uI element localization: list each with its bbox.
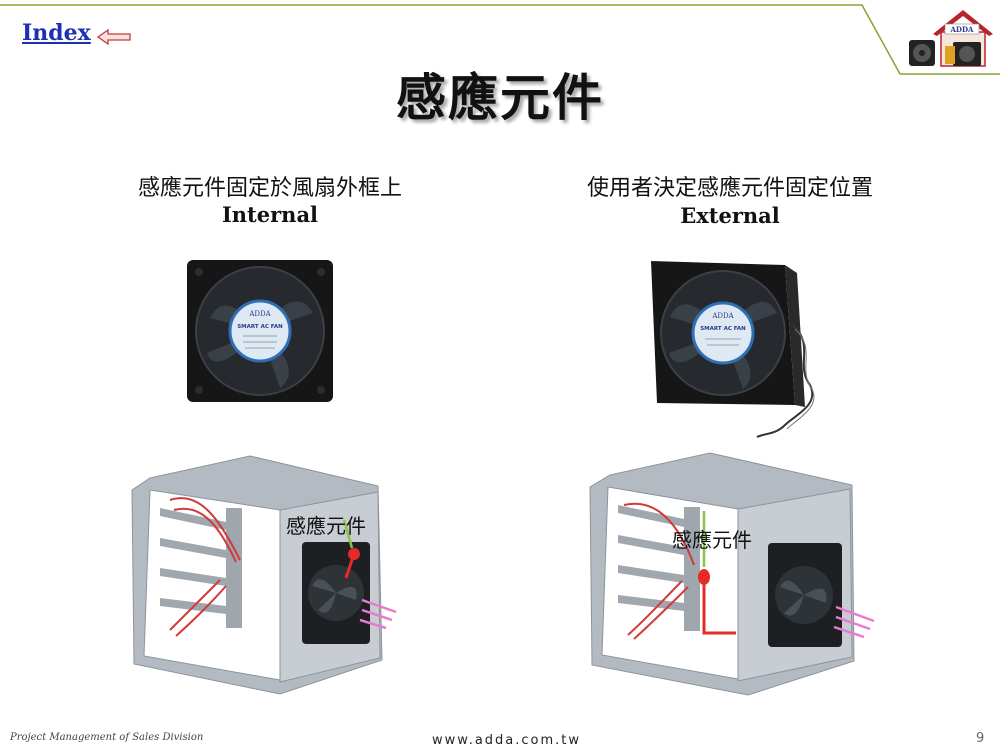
external-subtitle: External bbox=[680, 203, 780, 228]
external-sensor-label: 感應元件 bbox=[672, 528, 752, 552]
external-fan-photo: ADDA SMART AC FAN bbox=[651, 261, 815, 438]
external-caption: 使用者決定感應元件固定位置 bbox=[586, 176, 873, 201]
internal-fan-label: SMART AC FAN bbox=[237, 324, 283, 330]
svg-text:ADDA: ADDA bbox=[949, 25, 974, 34]
svg-text:ADDA: ADDA bbox=[711, 312, 734, 320]
index-link[interactable]: Index bbox=[22, 20, 91, 46]
back-arrow-icon[interactable] bbox=[96, 28, 132, 46]
internal-subtitle: Internal bbox=[221, 202, 319, 227]
internal-sensor-label: 感應元件 bbox=[286, 514, 366, 538]
page-number: 9 bbox=[976, 731, 985, 746]
internal-airflow-diagram bbox=[131, 455, 397, 695]
adda-logo: ADDA bbox=[909, 10, 993, 67]
external-airflow-diagram bbox=[589, 452, 875, 696]
svg-text:ADDA: ADDA bbox=[248, 310, 271, 318]
footer-website: www.adda.com.tw bbox=[432, 733, 582, 748]
page-title: 感應元件 bbox=[396, 69, 604, 127]
internal-caption: 感應元件固定於風扇外框上 bbox=[137, 176, 402, 201]
footer-division: Project Management of Sales Division bbox=[10, 732, 204, 743]
external-fan-label: SMART AC FAN bbox=[700, 326, 746, 332]
header-frame-line bbox=[0, 4, 1000, 75]
internal-fan-photo: ADDA SMART AC FAN bbox=[187, 260, 333, 402]
